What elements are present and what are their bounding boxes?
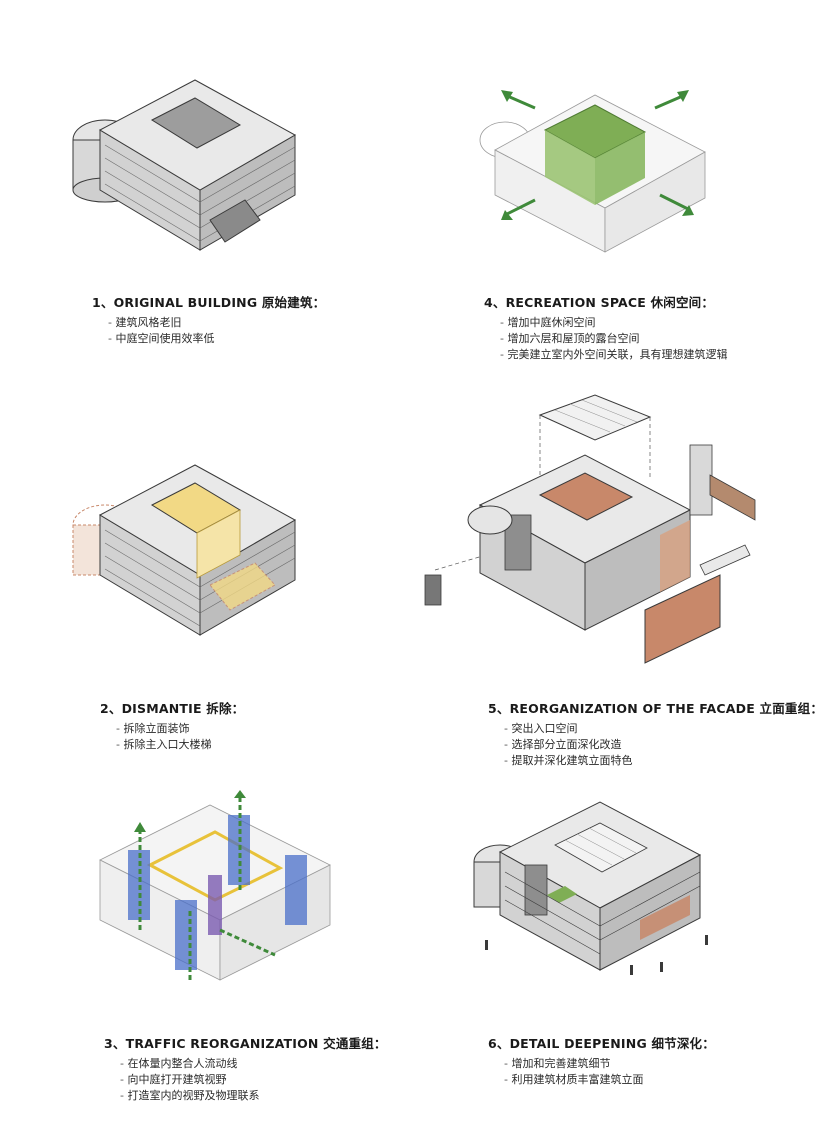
traffic-reorganization-axonometric	[99, 790, 331, 981]
step-5-bullet: 突出入口空间	[504, 721, 823, 737]
step-4-caption: 4、RECREATION SPACE 休闲空间： 增加中庭休闲空间 增加六层和屋…	[484, 292, 727, 363]
step-4-bullet: 完美建立室内外空间关联，具有理想建筑逻辑	[500, 347, 727, 363]
step-1-title: 1、ORIGINAL BUILDING 原始建筑：	[92, 295, 326, 310]
step-2-title: 2、DISMANTIE 拆除：	[100, 701, 245, 716]
step-2-bullet: 拆除主入口大楼梯	[116, 737, 244, 753]
dismantle-building-axonometric	[72, 464, 297, 636]
step-5-bullet: 提取并深化建筑立面特色	[504, 753, 823, 769]
facade-reorganization-exploded-axonometric	[424, 394, 756, 664]
step-5-bullets: 突出入口空间 选择部分立面深化改造 提取并深化建筑立面特色	[504, 721, 823, 769]
step-4-bullets: 增加中庭休闲空间 增加六层和屋顶的露台空间 完美建立室内外空间关联，具有理想建筑…	[500, 315, 727, 363]
step-5-diagram	[410, 394, 780, 680]
step-1-bullet: 建筑风格老旧	[108, 315, 325, 331]
step-2-caption: 2、DISMANTIE 拆除： 拆除立面装饰 拆除主入口大楼梯	[100, 698, 244, 753]
step-4-bullet: 增加中庭休闲空间	[500, 315, 727, 331]
step-6-title: 6、DETAIL DEEPENING 细节深化：	[488, 1036, 715, 1051]
step-5-title: 5、REORGANIZATION OF THE FACADE 立面重组：	[488, 701, 823, 716]
step-6-caption: 6、DETAIL DEEPENING 细节深化： 增加和完善建筑细节 利用建筑材…	[488, 1033, 715, 1088]
step-1-diagram	[60, 70, 320, 260]
step-2-diagram	[60, 455, 320, 645]
step-6-bullet: 利用建筑材质丰富建筑立面	[504, 1072, 715, 1088]
step-4-title: 4、RECREATION SPACE 休闲空间：	[484, 295, 715, 310]
step-1-caption: 1、ORIGINAL BUILDING 原始建筑： 建筑风格老旧 中庭空间使用效…	[92, 292, 325, 347]
step-4-diagram	[475, 80, 725, 260]
original-building-axonometric	[72, 79, 297, 251]
step-3-bullets: 在体量内整合人流动线 向中庭打开建筑视野 打造室内的视野及物理联系	[120, 1056, 387, 1104]
step-6-bullets: 增加和完善建筑细节 利用建筑材质丰富建筑立面	[504, 1056, 715, 1088]
step-3-title: 3、TRAFFIC REORGANIZATION 交通重组：	[104, 1036, 387, 1051]
step-6-bullet: 增加和完善建筑细节	[504, 1056, 715, 1072]
step-4-bullet: 增加六层和屋顶的露台空间	[500, 331, 727, 347]
step-3-bullet: 向中庭打开建筑视野	[120, 1072, 387, 1088]
step-2-bullet: 拆除立面装饰	[116, 721, 244, 737]
step-3-caption: 3、TRAFFIC REORGANIZATION 交通重组： 在体量内整合人流动…	[104, 1033, 387, 1104]
step-1-bullets: 建筑风格老旧 中庭空间使用效率低	[108, 315, 325, 347]
step-3-diagram	[80, 790, 350, 990]
step-2-bullets: 拆除立面装饰 拆除主入口大楼梯	[116, 721, 244, 753]
step-1-bullet: 中庭空间使用效率低	[108, 331, 325, 347]
recreation-space-axonometric	[479, 90, 706, 253]
step-5-bullet: 选择部分立面深化改造	[504, 737, 823, 753]
step-3-bullet: 在体量内整合人流动线	[120, 1056, 387, 1072]
detail-deepening-axonometric	[473, 801, 708, 975]
step-6-diagram	[465, 790, 725, 990]
step-5-caption: 5、REORGANIZATION OF THE FACADE 立面重组： 突出入…	[488, 698, 823, 769]
step-3-bullet: 打造室内的视野及物理联系	[120, 1088, 387, 1104]
